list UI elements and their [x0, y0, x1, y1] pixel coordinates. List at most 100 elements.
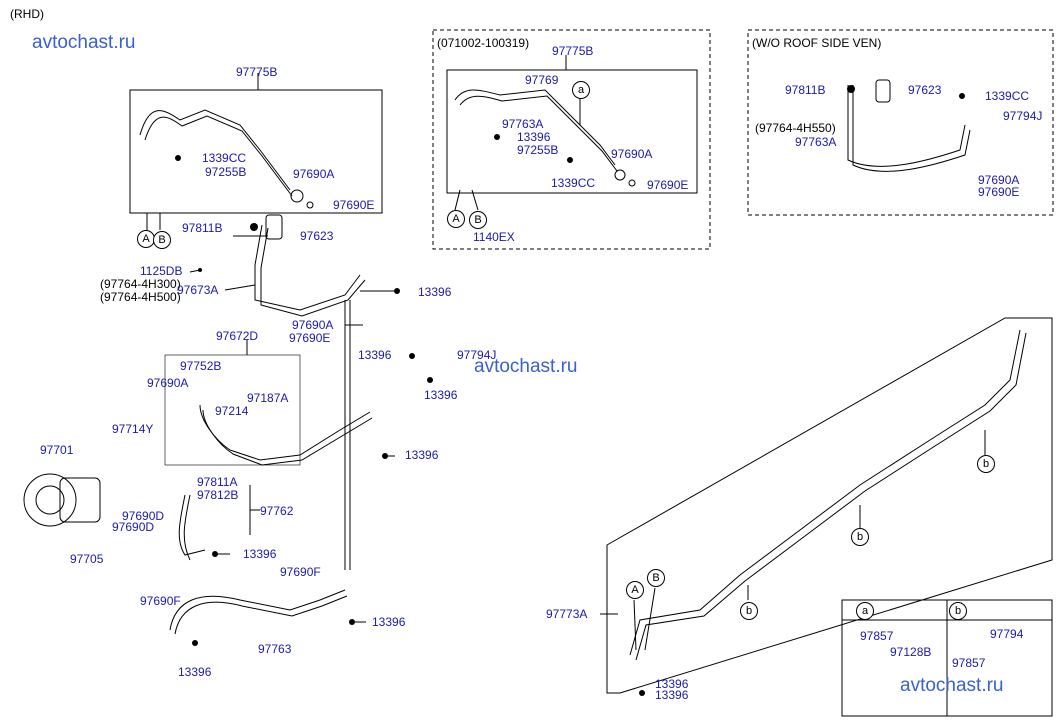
inset-part-97690A: 97690A: [611, 147, 653, 161]
pipe-97672D: [199, 404, 371, 461]
part-97752B: 97752B: [180, 359, 222, 373]
inset-part-1140EX: 1140EX: [473, 230, 515, 244]
part-97811A: 97811A: [197, 475, 238, 489]
inset-ref-B: B: [469, 211, 487, 229]
inset-period-label: (071002-100319): [437, 36, 530, 50]
variant-97764-4H500: (97764-4H500): [100, 290, 181, 304]
part-97690A: 97690A: [293, 167, 335, 181]
part-97623: 97623: [300, 229, 334, 243]
part-97672D: 97672D: [216, 329, 259, 343]
inset-ref-A: A: [447, 210, 465, 228]
pipe-97773A-upper: [629, 329, 1021, 656]
part-97773A: 97773A: [546, 607, 588, 621]
part-13396-e: 13396: [243, 547, 277, 561]
part-97690A-c: 97690A: [147, 376, 189, 390]
fitting-97690A: [290, 189, 304, 203]
inset-part-97255B: 97255B: [517, 143, 559, 157]
ref-circle-A-lower: A: [626, 581, 644, 599]
inset-part-13396: 13396: [517, 130, 551, 144]
hose-97763: [169, 589, 346, 631]
part-97690D-b: 97690D: [112, 520, 155, 534]
part-13396-d: 13396: [405, 448, 439, 462]
vent-pipe-upper: [847, 85, 966, 167]
pipe-97775B-upper: [139, 109, 291, 191]
inset-pipe-lower: [459, 95, 618, 172]
pipe-97673A-upper: [254, 224, 361, 311]
ref-circle-B: B: [153, 231, 171, 249]
legend-ref-a: a: [856, 602, 874, 620]
inset-frame-period: [432, 29, 711, 250]
compressor-97701-pulley: [23, 473, 77, 527]
inset-ref-a: a: [572, 81, 590, 99]
part-13396-a: 13396: [418, 285, 452, 299]
part-1125DB: 1125DB: [140, 264, 183, 278]
part-13396-b: 13396: [358, 348, 392, 362]
legend-part-97794: 97794: [990, 627, 1024, 641]
inset-part-97775B: 97775B: [552, 44, 594, 58]
part-97763: 97763: [258, 642, 292, 656]
inset-pipe-upper: [454, 89, 616, 166]
receiver-drier-97623-inset: [875, 79, 891, 103]
part-97690E-b: 97690E: [289, 331, 331, 345]
pipe-97775B-lower: [144, 115, 293, 197]
inset-no-vent-label: (W/O ROOF SIDE VEN): [752, 36, 882, 50]
part-13396-g: 13396: [178, 665, 212, 679]
compressor-97701-body: [59, 477, 101, 523]
variant-97764-4H300: (97764-4H300): [100, 277, 181, 291]
ref-circle-b-1: b: [977, 455, 995, 473]
part-97812B: 97812B: [197, 488, 239, 502]
part-97690F-a: 97690F: [280, 565, 321, 579]
box-97775B: [129, 89, 383, 214]
receiver-drier-97623: [265, 214, 283, 240]
watermark-middle: avtochast.ru: [474, 356, 578, 377]
part-97690D-a: 97690D: [122, 509, 165, 523]
part-97690A-b: 97690A: [292, 318, 334, 332]
watermark-bottom: avtochast.ru: [900, 675, 1004, 696]
legend-part-97857-b: 97857: [952, 656, 986, 670]
legend-ref-b: b: [949, 602, 967, 620]
inset-box-97775B: [446, 69, 698, 194]
part-97690F-b: 97690F: [140, 594, 181, 608]
part-13396-f: 13396: [372, 615, 406, 629]
part-97255B: 97255B: [205, 165, 247, 179]
part-97187A: 97187A: [247, 391, 289, 405]
part-97701: 97701: [40, 443, 74, 457]
part-13396-h: 13396: [655, 677, 689, 691]
part-1339CC: 1339CC: [202, 151, 247, 165]
vent-part-97794J: 97794J: [1003, 109, 1043, 123]
variant-label-rhd: (RHD): [10, 7, 44, 21]
part-97811B: 97811B: [182, 221, 223, 235]
ref-circle-B-lower: B: [647, 569, 665, 587]
part-97705: 97705: [70, 552, 104, 566]
vent-part-1339CC: 1339CC: [985, 89, 1030, 103]
watermark-top: avtochast.ru: [32, 32, 136, 53]
part-97214: 97214: [215, 404, 249, 418]
vent-pipe-variant: (97764-4H550): [755, 121, 836, 135]
vent-part-97811B: 97811B: [785, 83, 826, 97]
part-97714Y: 97714Y: [112, 422, 154, 436]
part-97794J: 97794J: [457, 348, 497, 362]
pipe-97673A-lower: [260, 227, 366, 317]
part-97690E: 97690E: [333, 198, 375, 212]
vent-part-97690A: 97690A: [978, 173, 1020, 187]
vent-part-97763A: 97763A: [795, 135, 837, 149]
legend-part-97857-a: 97857: [860, 629, 894, 643]
part-97775B: 97775B: [236, 65, 278, 79]
part-13396-i: 13396: [655, 688, 689, 702]
ref-circle-b-2: b: [851, 528, 869, 546]
ref-circle-b-3: b: [740, 602, 758, 620]
hose-97762: [178, 494, 206, 556]
vent-part-97690E: 97690E: [978, 185, 1020, 199]
vent-part-97623: 97623: [908, 83, 942, 97]
inset-part-1339CC: 1339CC: [551, 176, 596, 190]
legend-part-97128B: 97128B: [890, 645, 932, 659]
inset-part-97769: 97769: [525, 73, 559, 87]
frame-97672D: [164, 354, 301, 466]
part-97673A: 97673A: [177, 283, 219, 297]
inset-part-97763A: 97763A: [502, 117, 544, 131]
part-97762: 97762: [260, 504, 294, 518]
box-97773A: [606, 317, 1053, 694]
part-13396-c: 13396: [424, 388, 458, 402]
inset-part-97690E: 97690E: [647, 178, 689, 192]
